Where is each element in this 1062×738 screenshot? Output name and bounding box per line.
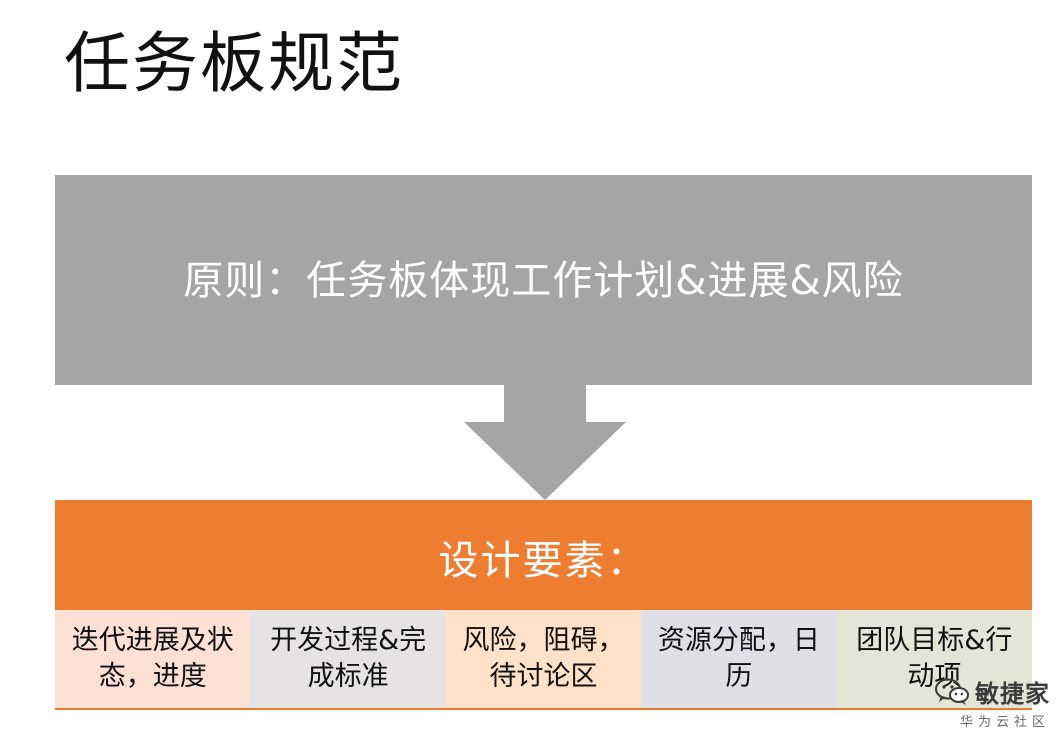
principle-box: 原则：任务板体现工作计划&进展&风险 xyxy=(55,175,1032,385)
element-label: 迭代进展及状态，进度 xyxy=(71,624,234,692)
design-elements-row: 迭代进展及状态，进度 开发过程&完成标准 风险，阻碍，待讨论区 资源分配，日历 … xyxy=(55,610,1033,708)
down-arrow-icon xyxy=(464,384,626,500)
watermark-brand-row: 敏捷家 xyxy=(935,674,1050,709)
element-risks: 风险，阻碍，待讨论区 xyxy=(445,610,642,708)
watermark-brand: 敏捷家 xyxy=(975,680,1050,708)
design-elements-title: 设计要素： xyxy=(438,538,649,584)
element-label: 资源分配，日历 xyxy=(657,624,820,692)
element-dev-process: 开发过程&完成标准 xyxy=(250,610,446,708)
element-team-goals: 团队目标&行动项 xyxy=(836,610,1033,708)
principle-text: 原则：任务板体现工作计划&进展&风险 xyxy=(183,258,904,304)
page-title: 任务板规范 xyxy=(64,25,404,102)
element-label: 开发过程&完成标准 xyxy=(270,624,427,692)
element-iteration-progress: 迭代进展及状态，进度 xyxy=(55,610,251,708)
design-elements-box: 设计要素： 迭代进展及状态，进度 开发过程&完成标准 风险，阻碍，待讨论区 资源… xyxy=(55,500,1033,710)
element-label: 风险，阻碍，待讨论区 xyxy=(462,624,625,692)
wechat-icon xyxy=(935,678,969,705)
element-resources: 资源分配，日历 xyxy=(641,610,837,708)
watermark-subtitle: 华为云社区 xyxy=(959,715,1050,730)
element-label: 团队目标&行动项 xyxy=(856,624,1013,692)
watermark: 敏捷家 华为云社区 xyxy=(935,674,1050,730)
